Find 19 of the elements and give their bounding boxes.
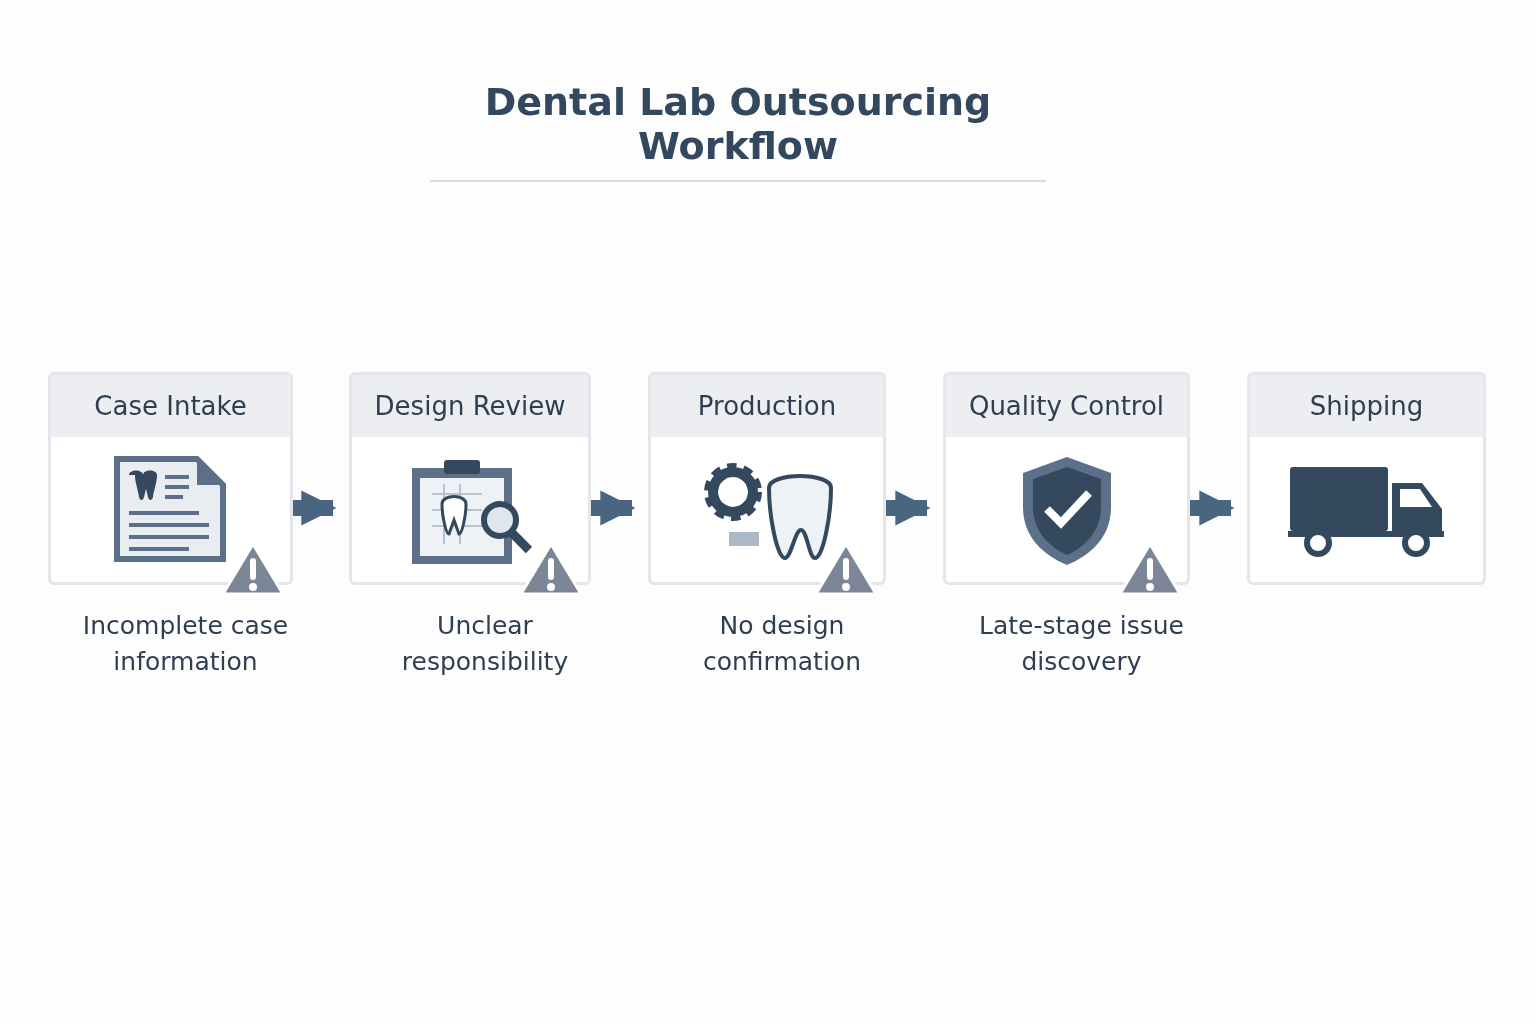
step-card bbox=[943, 372, 1190, 585]
step-heading: Design Review bbox=[352, 375, 588, 437]
diagram-title: Dental Lab Outsourcing Workflow bbox=[430, 80, 1046, 182]
step-card bbox=[648, 372, 886, 585]
arrow bbox=[886, 490, 931, 526]
step-card bbox=[349, 372, 591, 585]
step-card bbox=[48, 372, 293, 585]
step-card bbox=[1247, 372, 1486, 585]
arrow bbox=[591, 490, 636, 526]
step-heading: Case Intake bbox=[51, 375, 290, 437]
issue-note: No design confirmation bbox=[701, 610, 862, 678]
issue-note: Late-stage issue discovery bbox=[978, 610, 1185, 678]
step-heading: Shipping bbox=[1250, 375, 1483, 437]
step-heading: Quality Control bbox=[946, 375, 1187, 437]
arrow bbox=[293, 490, 337, 526]
issue-note: Unclear responsibility bbox=[400, 610, 570, 678]
issue-note: Incomplete case information bbox=[81, 610, 290, 678]
step-heading: Production bbox=[651, 375, 883, 437]
arrow bbox=[1190, 490, 1235, 526]
